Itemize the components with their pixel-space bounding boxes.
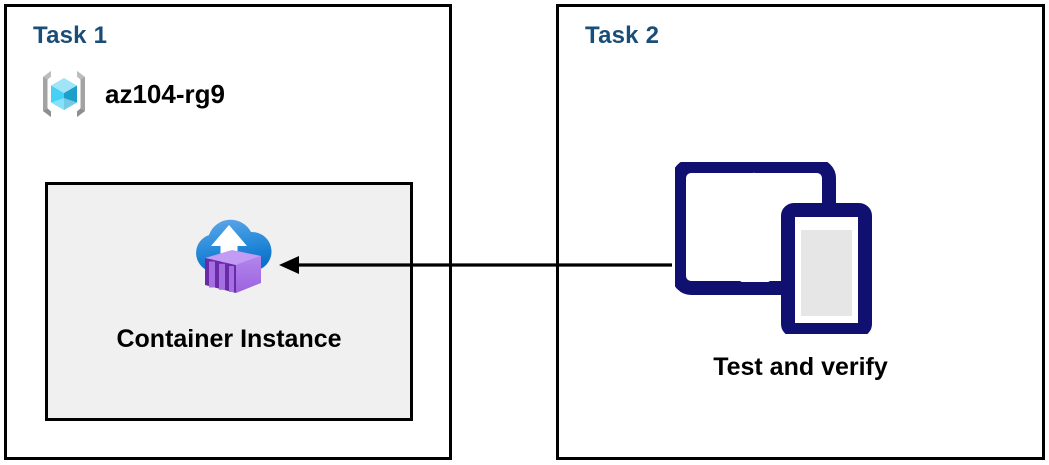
container-instance-card: Container Instance [45,182,413,421]
devices-test-icon [675,162,872,334]
panel-task-2-title: Task 2 [585,22,660,49]
panel-task-1-title: Task 1 [33,22,108,49]
container-instance-icon [196,219,272,293]
azure-resource-group-icon [43,71,85,117]
container-instance-label: Container Instance [116,325,342,353]
resource-group-row: az104-rg9 [37,67,225,121]
test-and-verify-label: Test and verify [713,353,888,381]
resource-group-label: az104-rg9 [105,78,225,109]
panel-task-1: Task 1 az104-rg9 [4,4,452,460]
